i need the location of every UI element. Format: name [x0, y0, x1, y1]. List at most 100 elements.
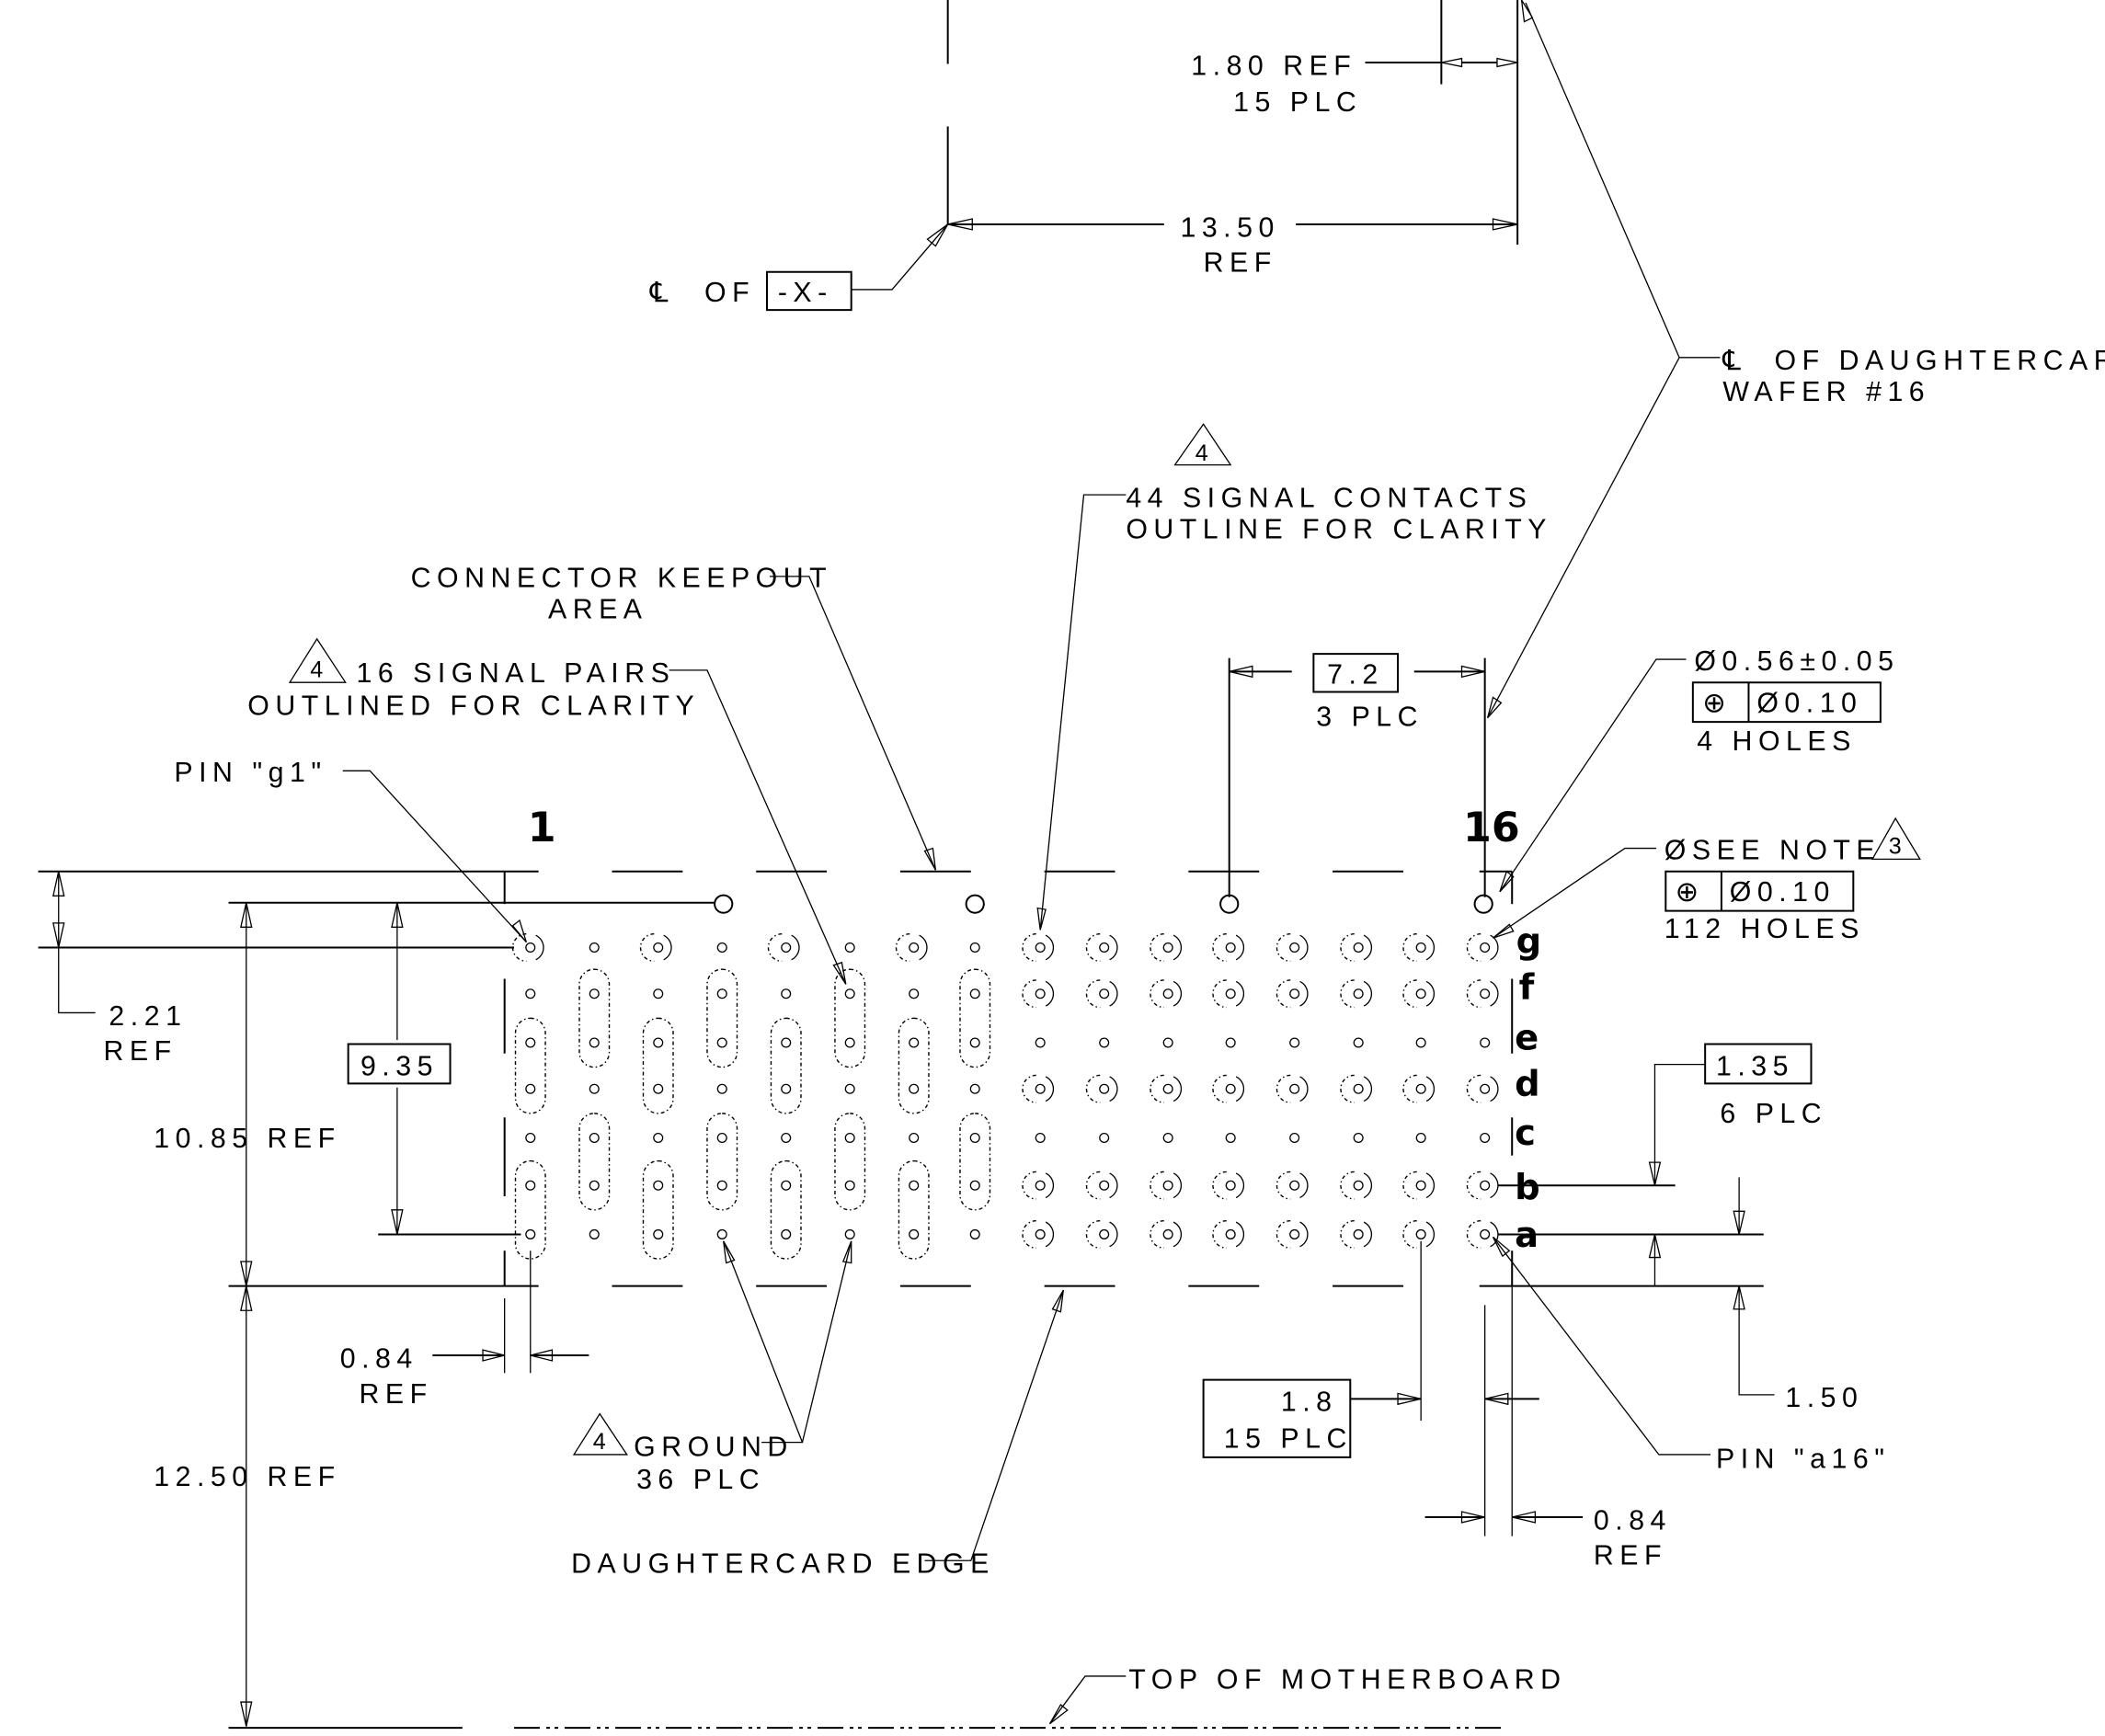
pin-hole — [845, 1181, 854, 1190]
keepout-line1: CONNECTOR KEEPOUT — [411, 564, 832, 594]
pin-hole — [970, 1230, 979, 1239]
pin-hole — [845, 989, 854, 999]
ground-callout: 4 GROUND 36 PLC — [574, 1241, 852, 1495]
signal-contact-outline — [1364, 981, 1371, 1006]
pin-hole — [1290, 1134, 1299, 1143]
pin-hole — [589, 1230, 599, 1239]
pin-hole — [909, 1134, 919, 1143]
top-dimension-group: 1.80 REF 15 PLC 13.50 REF ℄ OF -X- — [649, 0, 1517, 310]
signal-contact-outline — [1173, 981, 1181, 1006]
pin-hole — [782, 989, 791, 999]
signal-contact-outline — [1023, 1075, 1036, 1102]
pairs-line2: OUTLINED FOR CLARITY — [247, 691, 700, 722]
pin-hole — [909, 943, 919, 953]
svg-text:4: 4 — [1196, 440, 1208, 466]
pin-hole — [1100, 943, 1109, 953]
pin-hole — [909, 1038, 919, 1047]
signal-contact-outline — [1110, 1173, 1117, 1198]
daughtercard-edge-label: DAUGHTERCARD EDGE — [571, 1549, 995, 1580]
signal-pair-outline — [643, 1161, 673, 1259]
dim-9-35-box — [349, 1044, 451, 1083]
signal-contact-outline — [1491, 1222, 1498, 1247]
signal-contact-outline — [1467, 1075, 1481, 1102]
signal-pair-outline — [771, 1018, 801, 1113]
centerline-of-text: OF — [704, 278, 755, 308]
pin-hole — [1100, 1038, 1109, 1047]
signal-contact-outline — [1213, 1221, 1227, 1249]
signal-contact-outline — [1110, 981, 1117, 1006]
signal-contact-outline — [1364, 1077, 1371, 1102]
row-f-label: f — [1519, 967, 1536, 1009]
cl-daughtercard-label: OF DAUGHTERCARD — [1775, 346, 2105, 376]
connector-keepout-outline — [505, 872, 1513, 1286]
mounting-hole — [715, 896, 732, 913]
pin-hole — [1163, 1134, 1173, 1143]
pin-hole — [1100, 1084, 1109, 1093]
pin-hole — [1226, 1038, 1235, 1047]
datum-x-box — [767, 272, 852, 310]
delta-note-4-icon — [1175, 424, 1231, 464]
pin-hole — [1226, 989, 1235, 999]
pin-hole — [526, 1038, 535, 1047]
signal-contact-outline — [1150, 934, 1164, 962]
signal-contact-outline — [1341, 1221, 1355, 1249]
pin-hole — [845, 1038, 854, 1047]
signal-contact-outline — [1086, 934, 1100, 962]
signal-contact-outline — [1173, 1077, 1181, 1102]
top-of-motherboard-label: TOP OF MOTHERBOARD — [1128, 1664, 1566, 1695]
delta-note-4-icon-3 — [574, 1414, 627, 1455]
pin-hole — [1481, 1181, 1490, 1190]
signal-contact-outline — [1491, 981, 1498, 1006]
signal-contact-outline — [1276, 1171, 1290, 1199]
signal-contact-outline — [769, 934, 783, 962]
pin-hole — [717, 1134, 726, 1143]
signal-contact-outline — [1341, 934, 1355, 962]
pin-hole — [1226, 1084, 1235, 1093]
keepout-callout: CONNECTOR KEEPOUT AREA — [411, 564, 936, 871]
signal-contact-outline — [1110, 935, 1117, 960]
dim-7-2-group: 7.2 3 PLC — [1230, 654, 1485, 897]
pin-hole — [1354, 943, 1363, 953]
pin-hole — [654, 943, 663, 953]
dim-2-21: 2.21 — [109, 1001, 187, 1032]
signal-contact-outline — [1426, 935, 1434, 960]
signal-contact-outline — [1300, 1077, 1308, 1102]
dim-9-35: 9.35 — [360, 1051, 439, 1081]
signal-contact-outline — [1364, 935, 1371, 960]
hole-diameter: Ø0.56±0.05 — [1694, 646, 1899, 677]
signal-contact-outline — [1403, 934, 1417, 962]
signal-contact-outline — [792, 935, 799, 960]
signal-contact-outline — [1086, 1221, 1100, 1249]
pin-hole — [1100, 1230, 1109, 1239]
pin-hole — [1163, 989, 1173, 999]
row-d-label: d — [1515, 1064, 1540, 1105]
dim-6-plc: 6 PLC — [1720, 1099, 1827, 1129]
mounting-hole — [1220, 896, 1238, 913]
fcf-position-icon-2: ⊕ — [1676, 877, 1705, 908]
row-c-label: c — [1515, 1113, 1536, 1154]
pin-hole — [1481, 1084, 1490, 1093]
signal-contact-outline — [1364, 1173, 1371, 1198]
centerline-daughtercard-callout: ℄ OF DAUGHTERCARD WAFER #16 — [1488, 0, 2105, 718]
signal-pair-outline — [643, 1018, 673, 1113]
signal-contact-outline — [1236, 1077, 1243, 1102]
signal-contact-outline — [1110, 1077, 1117, 1102]
signal-contact-outline — [1046, 981, 1053, 1006]
signal-pair-outline — [835, 1114, 865, 1210]
signal-contact-outline — [1213, 980, 1227, 1008]
see-note-label: ØSEE NOTE — [1665, 835, 1881, 865]
dim-13-50: 13.50 — [1180, 212, 1279, 243]
pin-hole — [845, 1134, 854, 1143]
pin-hole — [717, 1230, 726, 1239]
pin-hole — [589, 1134, 599, 1143]
pin-hole — [526, 1181, 535, 1190]
signal-contact-outline — [1023, 980, 1036, 1008]
pin-hole — [1226, 1134, 1235, 1143]
dim-0-84-right-ref: REF — [1594, 1541, 1667, 1571]
signal-contacts-callout: 4 44 SIGNAL CONTACTS OUTLINE FOR CLARITY — [1037, 424, 1546, 930]
mounting-hole — [1475, 896, 1493, 913]
signal-contact-outline — [1023, 1221, 1036, 1249]
svg-text:4: 4 — [310, 657, 323, 682]
signal-contact-outline — [896, 934, 909, 962]
signal-contact-outline — [1150, 1171, 1164, 1199]
